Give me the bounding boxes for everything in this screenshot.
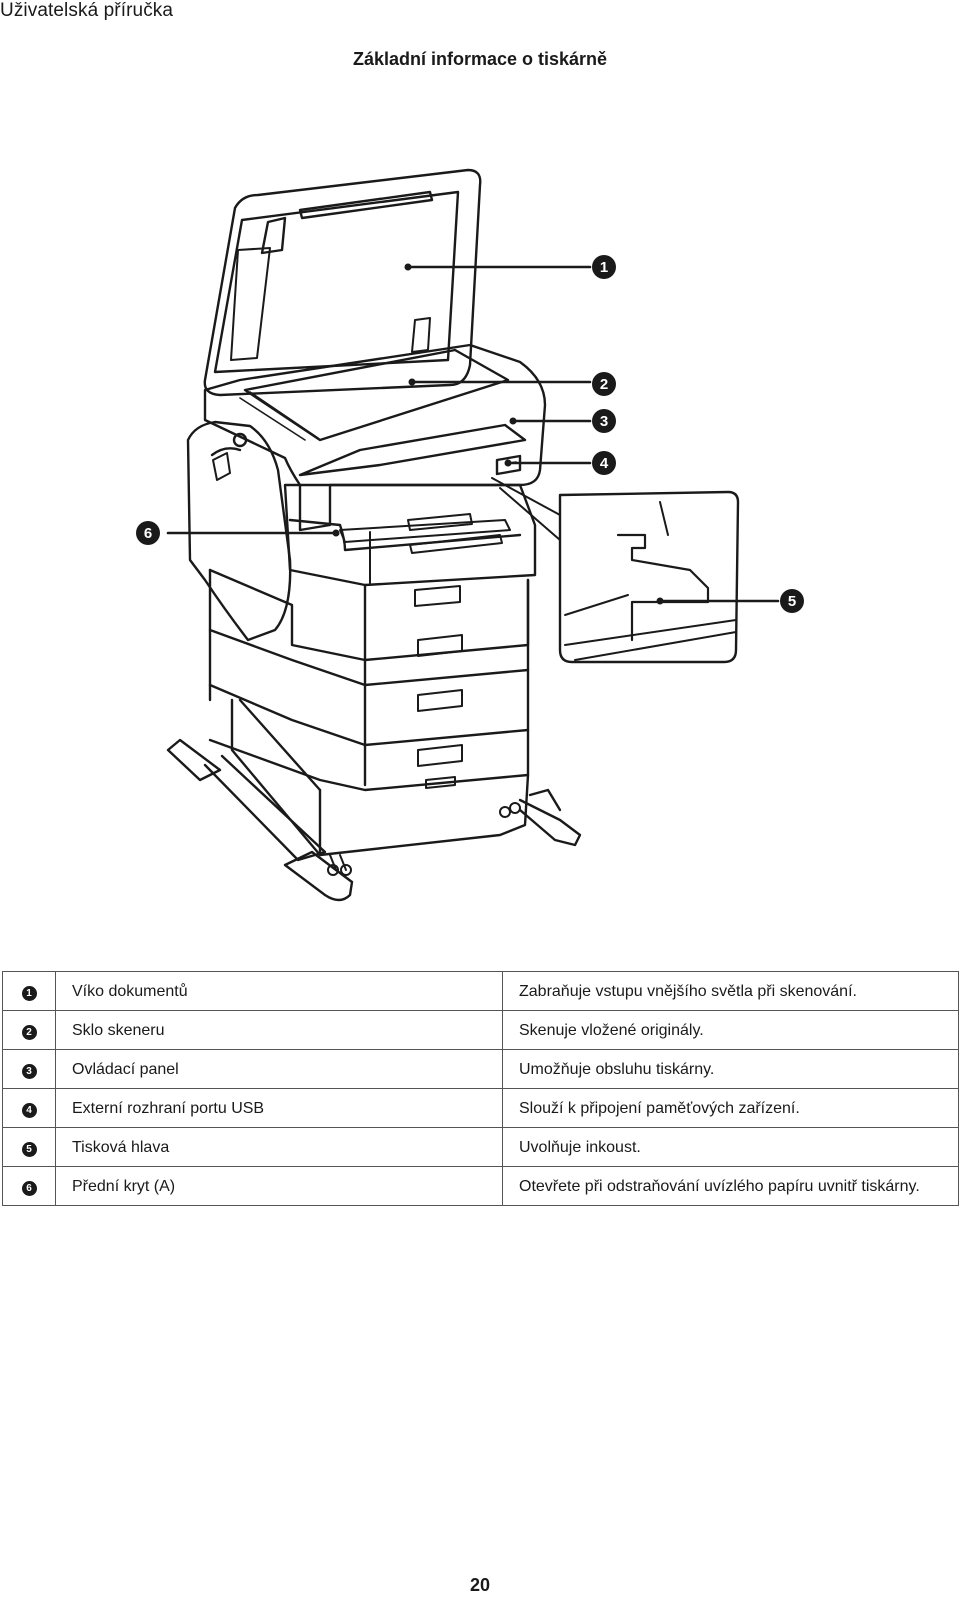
running-header: Uživatelská příručka [0, 0, 174, 21]
table-row: 5 Tisková hlava Uvolňuje inkoust. [2, 1127, 959, 1167]
part-name: Tisková hlava [55, 1127, 503, 1167]
part-name: Sklo skeneru [55, 1010, 503, 1050]
part-description: Otevřete při odstraňování uvízlého papír… [502, 1166, 959, 1206]
callout-2-badge: 2 [592, 372, 616, 396]
row-number-badge: 6 [21, 1181, 37, 1196]
part-description: Umožňuje obsluhu tiskárny. [502, 1049, 959, 1089]
row-number-badge: 1 [21, 986, 37, 1001]
section-title: Základní informace o tiskárně [352, 49, 608, 69]
table-row: 6 Přední kryt (A) Otevřete při odstraňov… [2, 1166, 959, 1206]
printer-body [283, 483, 537, 587]
callout-4-badge: 4 [592, 451, 616, 475]
part-name: Přední kryt (A) [55, 1166, 503, 1206]
callout-5-badge: 5 [780, 589, 804, 613]
svg-text:2: 2 [600, 376, 608, 393]
svg-text:5: 5 [788, 593, 796, 610]
part-description: Slouží k připojení paměťových zařízení. [502, 1088, 959, 1128]
stabilizer-feet [166, 738, 582, 902]
part-description: Skenuje vložené originály. [502, 1010, 959, 1050]
part-name: Externí rozhraní portu USB [55, 1088, 503, 1128]
svg-text:1: 1 [600, 259, 608, 276]
document-cover [203, 168, 482, 397]
callout-3-badge: 3 [592, 409, 616, 433]
scanner-unit [203, 343, 547, 487]
part-name: Víko dokumentů [55, 971, 503, 1011]
table-row: 4 Externí rozhraní portu USB Slouží k př… [2, 1088, 959, 1128]
front-cover [186, 420, 292, 642]
page-number: 20 [469, 1575, 491, 1595]
table-row: 2 Sklo skeneru Skenuje vložené originály… [2, 1010, 959, 1050]
part-description: Uvolňuje inkoust. [502, 1127, 959, 1167]
printer-illustration: 1 2 3 4 5 6 [0, 140, 960, 940]
leader-lines [166, 263, 780, 605]
callout-badges: 1 2 3 4 5 6 [136, 255, 804, 613]
callout-6-badge: 6 [136, 521, 160, 545]
paper-cassettes [208, 568, 530, 876]
part-name: Ovládací panel [55, 1049, 503, 1089]
row-number-badge: 2 [21, 1025, 37, 1040]
row-number-badge: 5 [21, 1142, 37, 1157]
table-row: 1 Víko dokumentů Zabraňuje vstupu vnější… [2, 971, 959, 1011]
svg-text:6: 6 [144, 525, 152, 542]
callout-1-badge: 1 [592, 255, 616, 279]
row-number-badge: 4 [21, 1103, 37, 1118]
print-head-inset [491, 477, 740, 664]
svg-text:3: 3 [600, 413, 608, 430]
table-row: 3 Ovládací panel Umožňuje obsluhu tiskár… [2, 1049, 959, 1089]
part-description: Zabraňuje vstupu vnějšího světla při ske… [502, 971, 959, 1011]
svg-text:4: 4 [600, 455, 609, 472]
row-number-badge: 3 [21, 1064, 37, 1079]
parts-table: 1 Víko dokumentů Zabraňuje vstupu vnější… [2, 971, 959, 1206]
